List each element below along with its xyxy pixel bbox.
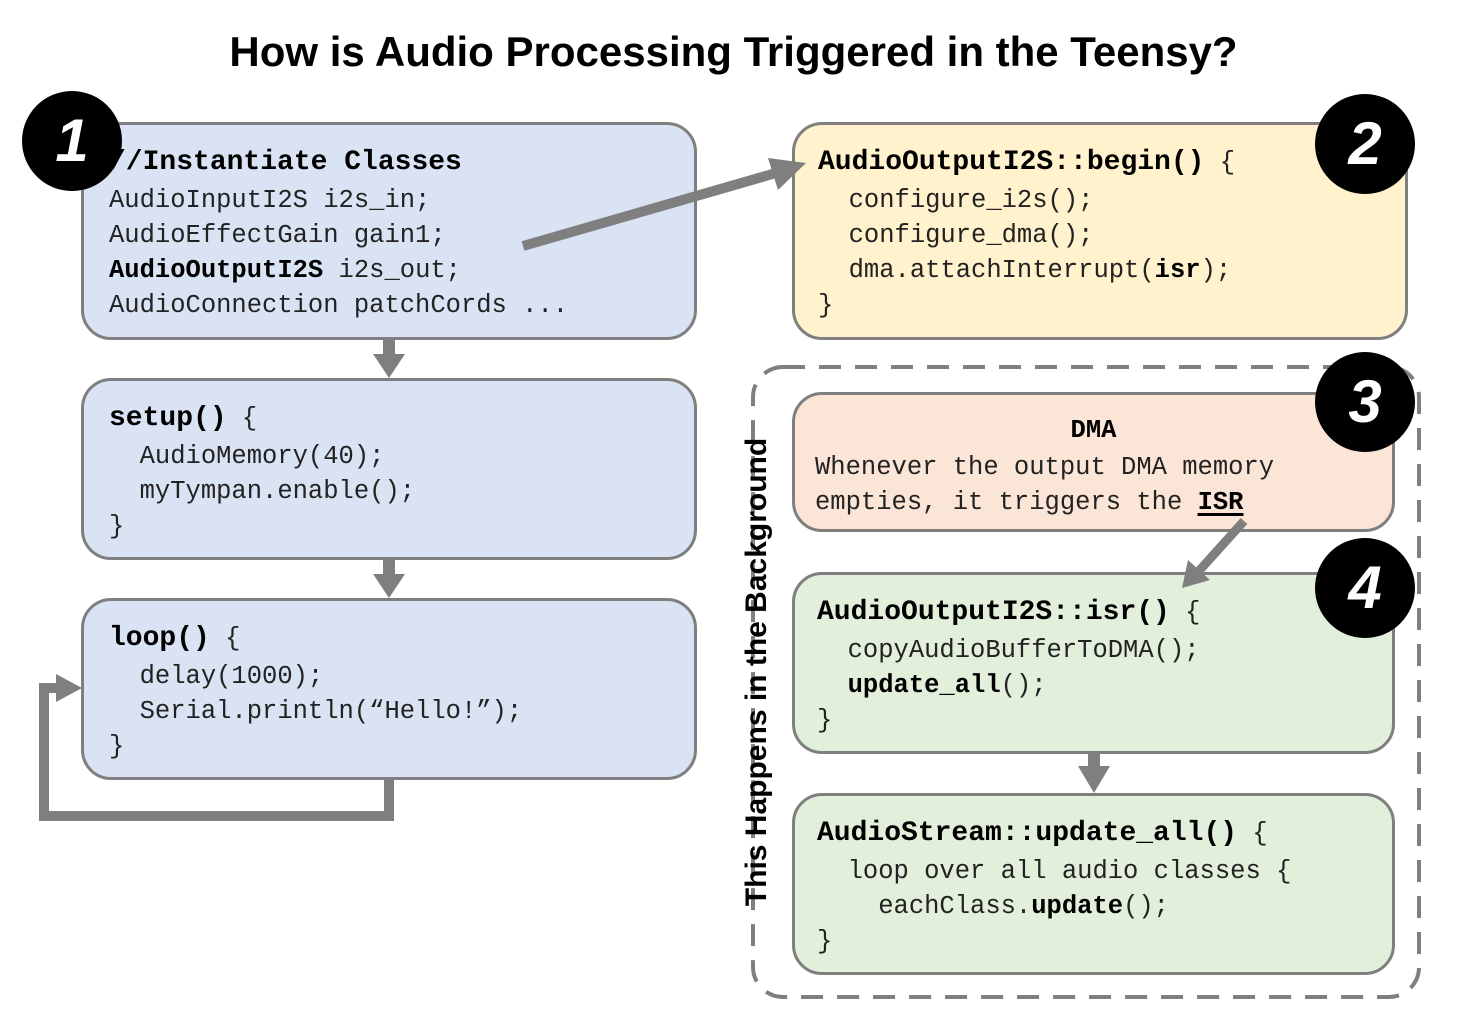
update-all-heading: AudioStream::update_all() bbox=[817, 818, 1238, 849]
arrow-setup-to-loop bbox=[373, 560, 405, 598]
page-title: How is Audio Processing Triggered in the… bbox=[229, 28, 1238, 75]
code-line: } bbox=[109, 512, 125, 541]
step-badge-3: 3 bbox=[1315, 352, 1415, 452]
code-line: } bbox=[109, 732, 125, 761]
instantiate-classes-box: //Instantiate Classes AudioInputI2S i2s_… bbox=[81, 122, 697, 340]
code-text: { bbox=[1204, 148, 1236, 177]
code-line: delay(1000); bbox=[109, 662, 324, 691]
arrow-output-to-begin bbox=[521, 158, 806, 251]
isr-keyword: ISR bbox=[1197, 488, 1244, 517]
code-line: dma.attachInterrupt(isr); bbox=[818, 253, 1232, 288]
code-line: } bbox=[817, 927, 833, 956]
isr-box: AudioOutputI2S::isr() { copyAudioBufferT… bbox=[792, 572, 1395, 754]
arrow-instantiate-to-setup bbox=[373, 340, 405, 378]
setup-box: setup() { AudioMemory(40); myTympan.enab… bbox=[81, 378, 697, 560]
code-text: { bbox=[1169, 598, 1201, 627]
isr-heading: AudioOutputI2S::isr() bbox=[817, 597, 1170, 628]
code-text: i2s_out; bbox=[323, 256, 461, 285]
code-line: myTympan.enable(); bbox=[109, 477, 416, 506]
background-label: This Happens in the Background bbox=[740, 437, 773, 907]
code-line: copyAudioBufferToDMA(); bbox=[817, 636, 1200, 665]
instantiate-heading: //Instantiate Classes bbox=[109, 147, 462, 178]
dma-box: DMA Whenever the output DMA memory empti… bbox=[792, 392, 1395, 532]
code-line: AudioEffectGain gain1; bbox=[109, 221, 446, 250]
begin-box: AudioOutputI2S::begin() { configure_i2s(… bbox=[792, 122, 1408, 340]
code-line: configure_i2s(); bbox=[818, 186, 1094, 215]
update-keyword: update bbox=[1031, 892, 1124, 921]
code-line: configure_dma(); bbox=[818, 221, 1094, 250]
begin-heading: AudioOutputI2S::begin() bbox=[818, 147, 1205, 178]
arrow-dma-to-isr bbox=[1182, 517, 1248, 588]
update-all-box: AudioStream::update_all() { loop over al… bbox=[792, 793, 1395, 975]
output-class-name: AudioOutputI2S bbox=[109, 256, 324, 285]
step-badge-4: 4 bbox=[1315, 538, 1415, 638]
code-line: Serial.println(“Hello!”); bbox=[109, 697, 523, 726]
code-line: update_all(); bbox=[817, 668, 1047, 703]
loop-back-arrow bbox=[39, 683, 394, 821]
code-line: } bbox=[818, 291, 834, 320]
step-badge-2: 2 bbox=[1315, 94, 1415, 194]
update-all-keyword: update_all bbox=[847, 671, 1001, 700]
code-text: ); bbox=[1200, 256, 1232, 285]
arrow-isr-to-update-all bbox=[1078, 754, 1110, 793]
isr-signature: AudioOutputI2S::isr() { bbox=[817, 595, 1200, 630]
step-badge-1: 1 bbox=[22, 91, 122, 191]
code-line: AudioOutputI2S i2s_out; bbox=[109, 253, 461, 288]
code-line: AudioConnection patchCords ... bbox=[109, 291, 569, 320]
setup-signature: setup() { bbox=[109, 401, 257, 436]
dma-description: Whenever the output DMA memory bbox=[815, 453, 1275, 482]
loop-box: loop() { delay(1000); Serial.println(“He… bbox=[81, 598, 697, 780]
code-text: dma.attachInterrupt( bbox=[818, 256, 1155, 285]
begin-signature: AudioOutputI2S::begin() { bbox=[818, 145, 1235, 180]
code-text: (); bbox=[1000, 671, 1047, 700]
code-text: { bbox=[226, 404, 258, 433]
dma-heading: DMA bbox=[1070, 416, 1117, 445]
setup-heading: setup() bbox=[109, 403, 227, 434]
code-text: eachClass. bbox=[817, 892, 1032, 921]
code-text: { bbox=[209, 624, 241, 653]
isr-keyword: isr bbox=[1154, 256, 1201, 285]
code-text: empties, it triggers the bbox=[815, 488, 1198, 517]
loop-heading: loop() bbox=[109, 623, 210, 654]
code-line: loop over all audio classes { bbox=[817, 857, 1292, 886]
code-line: AudioMemory(40); bbox=[109, 442, 385, 471]
code-text: { bbox=[1237, 819, 1268, 848]
loop-back-arrowhead bbox=[56, 674, 82, 702]
code-line: } bbox=[817, 706, 833, 735]
code-line: AudioInputI2S i2s_in; bbox=[109, 186, 431, 215]
code-line: eachClass.update(); bbox=[817, 889, 1169, 924]
dma-description: empties, it triggers the ISR bbox=[815, 485, 1243, 520]
code-text: (); bbox=[1123, 892, 1169, 921]
update-all-signature: AudioStream::update_all() { bbox=[817, 816, 1268, 851]
loop-signature: loop() { bbox=[109, 621, 240, 656]
